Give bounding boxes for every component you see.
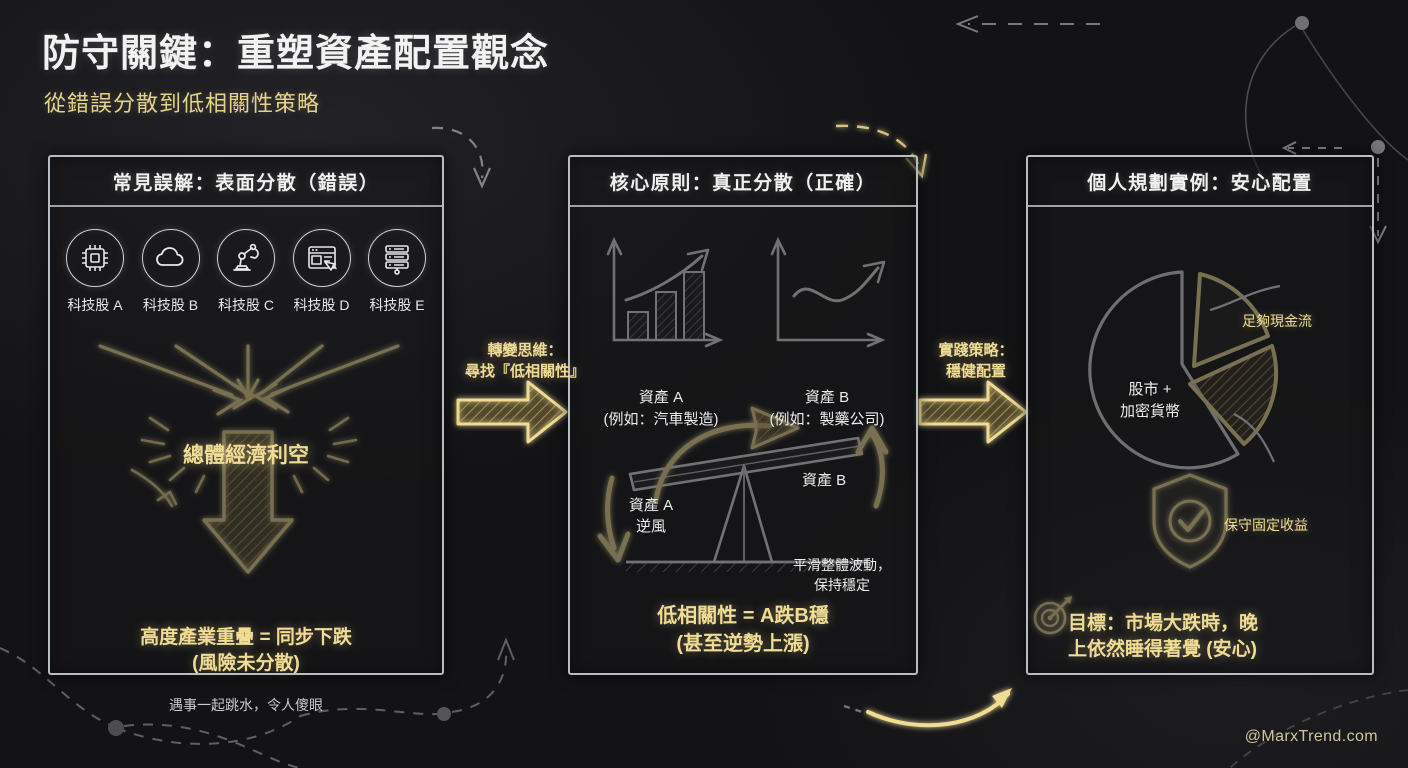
page-subtitle: 從錯誤分散到低相關性策略: [44, 91, 321, 116]
tech-stock-label-c: 科技股 C: [218, 297, 274, 313]
panel-core-principle: 核心原則：真正分散（正確） 資產 A (例如：汽車製造) 資產 B (例如：製藥…: [568, 155, 918, 675]
pie-slice-label-equities: 股市 + 加密貨幣: [1090, 379, 1210, 423]
robot-arm-icon: [217, 229, 275, 287]
page-title: 防守關鍵：重塑資產配置觀念: [42, 33, 550, 75]
left-conclusion-line1: 高度產業重疊 = 同步下跌: [140, 627, 352, 648]
connector2-line1: 實踐策略：: [938, 342, 1014, 359]
tech-stock-label-e: 科技股 E: [369, 297, 425, 313]
browser-cursor-icon: [292, 229, 351, 287]
tech-stock-icon-row: 科技股 A 科技股 B: [58, 229, 434, 315]
middle-conclusion-line1: 低相關性 = A跌B穩: [657, 605, 829, 627]
tech-stock-label-a: 科技股 A: [67, 297, 123, 313]
tech-stock-item-b: 科技股 B: [134, 229, 208, 315]
middle-conclusion-line2: (甚至逆勢上漲): [676, 632, 810, 655]
panel-left-header: 常見誤解：表面分散（錯誤）: [50, 157, 442, 207]
panel-right-title: 個人規劃實例：安心配置: [1087, 172, 1313, 194]
panel-right-header: 個人規劃實例：安心配置: [1028, 157, 1372, 207]
goal-line2: 上依然睡得著覺 (安心): [1068, 639, 1257, 661]
tech-stock-item-d: 科技股 D: [285, 229, 359, 315]
server-stack-icon: [368, 229, 426, 287]
goal-statement: 目標：市場大跌時，晚 上依然睡得著覺 (安心): [1068, 611, 1340, 663]
goal-line1: 目標：市場大跌時，晚: [1068, 613, 1259, 634]
connector1-line1: 轉變思維：: [487, 342, 563, 359]
macro-shock-label: 總體經濟利空: [183, 444, 309, 467]
pie-center-line1: 股市 +: [1128, 381, 1172, 398]
tech-stock-item-e: 科技股 E: [360, 229, 434, 315]
seesaw-left-line2: 逆風: [635, 518, 666, 535]
pie-legend-cash-flow: 足夠現金流: [1242, 313, 1312, 329]
left-note: 遇事一起跳水，令人傻眼: [169, 697, 323, 713]
cloud-icon: [141, 229, 200, 287]
watermark: @MarxTrend.com: [1244, 728, 1378, 745]
seesaw-left-label: 資產 A 逆風: [606, 495, 696, 537]
left-conclusion: 高度產業重疊 = 同步下跌 (風險未分散): [50, 625, 442, 676]
connector2-line2: 穩健配置: [945, 363, 1006, 380]
tech-stock-item-c: 科技股 C: [209, 229, 283, 315]
connector-label-strategy: 實踐策略： 穩健配置: [912, 340, 1040, 382]
smoothing-line1: 平滑整體波動，: [793, 557, 891, 573]
asset-b-example: (例如：製藥公司): [769, 410, 885, 428]
asset-b-name: 資產 B: [804, 389, 850, 406]
connector1-line2: 尋找『低相關性』: [464, 363, 585, 380]
tech-stock-label-d: 科技股 D: [293, 297, 350, 313]
tech-stock-item-a: 科技股 A: [58, 229, 132, 315]
middle-conclusion: 低相關性 = A跌B穩 (甚至逆勢上漲): [570, 603, 916, 658]
smoothing-note: 平滑整體波動， 保持穩定: [776, 555, 908, 596]
panel-mid-title: 核心原則：真正分散（正確）: [609, 172, 877, 194]
panel-mid-header: 核心原則：真正分散（正確）: [570, 157, 916, 207]
seesaw-left-line1: 資產 A: [628, 497, 674, 514]
panel-common-misconception: 常見誤解：表面分散（錯誤） 科技股 A: [48, 155, 444, 713]
asset-a-caption: 資產 A (例如：汽車製造): [576, 387, 746, 431]
left-conclusion-line2: (風險未分散): [192, 652, 300, 674]
seesaw-right-label: 資產 B: [802, 472, 847, 489]
chip-icon: [66, 229, 124, 287]
pie-legend-fixed-income: 保守固定收益: [1224, 517, 1308, 533]
connector-arrow-1: [456, 380, 568, 444]
pie-center-line2: 加密貨幣: [1119, 402, 1180, 420]
asset-b-caption: 資產 B (例如：製藥公司): [742, 387, 912, 431]
tech-stock-label-b: 科技股 B: [142, 297, 199, 313]
asset-a-example: (例如：汽車製造): [603, 410, 719, 428]
connector-arrow-2: [918, 380, 1028, 444]
panel-left-title: 常見誤解：表面分散（錯誤）: [112, 172, 380, 194]
asset-a-name: 資產 A: [638, 389, 684, 406]
connector-label-mindset-shift: 轉變思維： 尋找『低相關性』: [452, 340, 598, 382]
smoothing-line2: 保持穩定: [814, 577, 870, 594]
panel-personal-plan: 個人規劃實例：安心配置 股市 + 加密貨幣 足夠現金流 保守固定收益 目標：市場…: [1026, 155, 1374, 675]
